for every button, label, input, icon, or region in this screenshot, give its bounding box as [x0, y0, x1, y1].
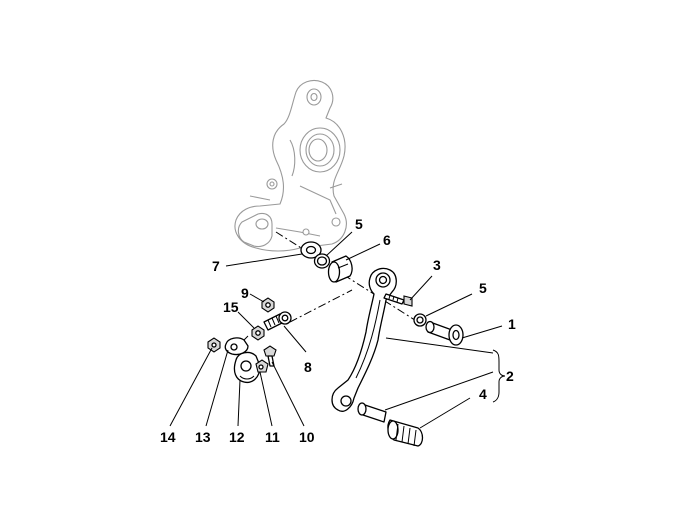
foot-peg-4	[357, 402, 424, 447]
leader-11	[259, 371, 273, 427]
leader-2b	[384, 371, 494, 411]
callout-8: 8	[304, 359, 312, 375]
callout-2: 2	[506, 368, 514, 384]
brace-2	[492, 349, 506, 403]
leader-12	[237, 379, 241, 427]
leader-4	[419, 397, 471, 429]
linkage-end-13	[224, 335, 249, 356]
callout-1: 1	[508, 316, 516, 332]
callout-5-lower: 5	[479, 280, 487, 296]
leader-lines	[169, 231, 506, 429]
ball-joint-15	[251, 325, 265, 341]
leader-9	[249, 293, 265, 303]
callout-3: 3	[433, 257, 441, 273]
callout-9: 9	[241, 285, 249, 301]
frame-bracket-ghost	[234, 79, 347, 252]
shift-arm-12	[233, 351, 261, 384]
oring-5-lower	[413, 313, 427, 327]
nut-9	[261, 297, 275, 313]
pivot-shaft-1	[425, 320, 464, 346]
leader-5-lower	[425, 293, 473, 317]
leader-5-upper	[325, 231, 353, 257]
washer-7	[300, 241, 322, 259]
callout-6: 6	[383, 232, 391, 248]
callout-15: 15	[223, 299, 239, 315]
leader-1	[461, 325, 503, 339]
gear-pedal-lever-2	[331, 267, 397, 412]
callout-12: 12	[229, 429, 245, 445]
leader-3	[409, 275, 433, 301]
callout-labels: 1 2 3 4 5 5 6 7 8 9 10 11 12 13 14 15	[160, 216, 516, 445]
leader-2	[385, 337, 494, 354]
callout-14: 14	[160, 429, 176, 445]
bolt-3	[383, 293, 413, 307]
leader-14	[169, 347, 213, 427]
bolt-11	[255, 359, 269, 373]
leader-7	[225, 253, 303, 267]
callout-10: 10	[299, 429, 315, 445]
callout-4: 4	[479, 386, 487, 402]
callout-5-upper: 5	[355, 216, 363, 232]
nut-14	[207, 337, 221, 353]
axis-line-lower	[289, 289, 353, 323]
callout-13: 13	[195, 429, 211, 445]
bushing-6	[327, 255, 353, 283]
leader-6	[345, 243, 381, 261]
linkage-rod-8	[263, 311, 292, 331]
leader-13	[205, 349, 229, 427]
callout-11: 11	[265, 429, 280, 445]
leader-8	[283, 325, 307, 353]
oring-5-upper	[313, 253, 331, 269]
leader-10	[271, 361, 305, 427]
callout-7: 7	[212, 258, 220, 274]
leader-15	[237, 311, 255, 329]
